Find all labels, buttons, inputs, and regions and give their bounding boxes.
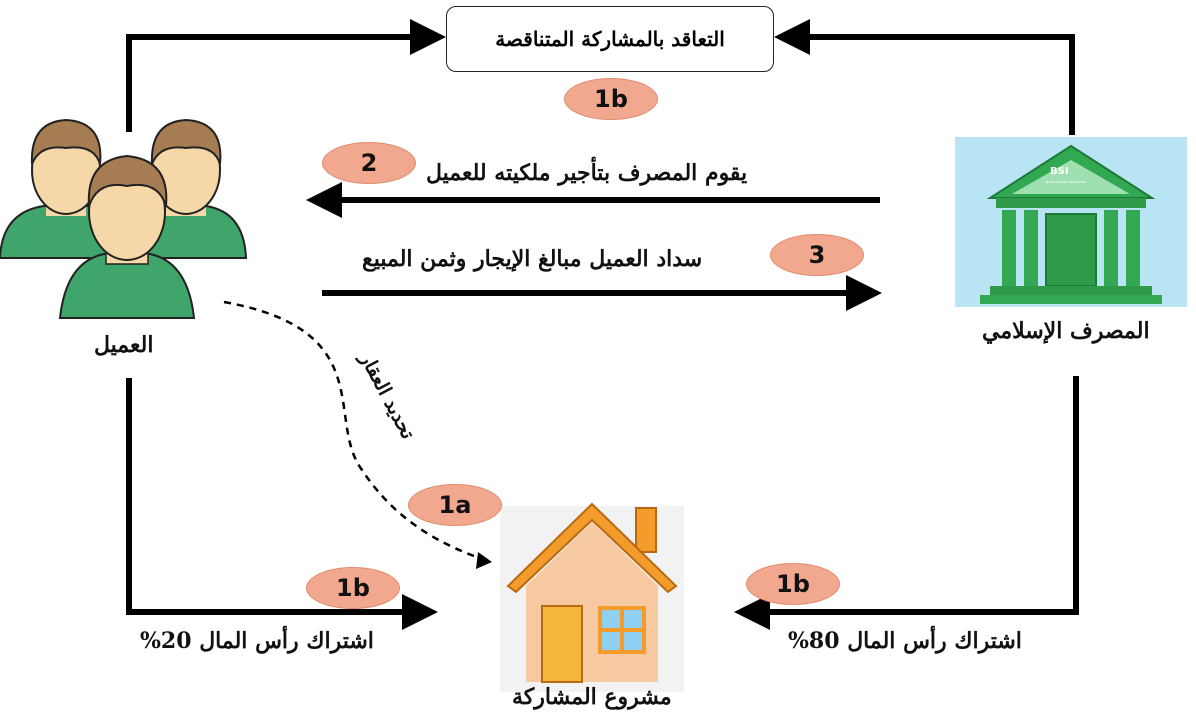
- connector-bank-to-project: [734, 376, 1079, 630]
- people-group-icon: [0, 118, 248, 319]
- customer-label: العميل: [94, 332, 154, 358]
- payment-arrow-label: سداد العميل مبالغ الإيجار وثمن المبيع: [362, 246, 703, 272]
- connector-customer-to-project: [126, 378, 438, 630]
- step-badge-property: 1a: [408, 484, 502, 526]
- bank-logo-text: BSI: [1050, 166, 1069, 177]
- bank-share-label: اشتراك رأس المال 80%: [788, 628, 1022, 654]
- project-label: مشروع المشاركة: [512, 684, 672, 710]
- bank-label: المصرف الإسلامي: [982, 318, 1150, 344]
- bank-logo-subtext: BANK SYARIAH INDONESIA: [1046, 180, 1086, 184]
- bank-building-icon: [955, 137, 1187, 307]
- step-badge-lease: 2: [322, 142, 416, 184]
- dashed-arrow-property-selection: [223, 300, 492, 569]
- connector-customer-to-contract: [126, 19, 446, 132]
- step-badge-bank-share: 1b: [746, 563, 840, 605]
- house-icon: [500, 502, 684, 692]
- step-badge-customer-share: 1b: [306, 567, 400, 609]
- customer-share-label: اشتراك رأس المال 20%: [140, 628, 374, 654]
- step-badge-payment: 3: [770, 234, 864, 276]
- contract-box-label: التعاقد بالمشاركة المتناقصة: [495, 27, 725, 51]
- connector-bank-to-contract: [774, 19, 1075, 135]
- lease-arrow-label: يقوم المصرف بتأجير ملكيته للعميل: [426, 160, 748, 186]
- step-badge-contract: 1b: [564, 78, 658, 120]
- contract-box: التعاقد بالمشاركة المتناقصة: [446, 6, 774, 72]
